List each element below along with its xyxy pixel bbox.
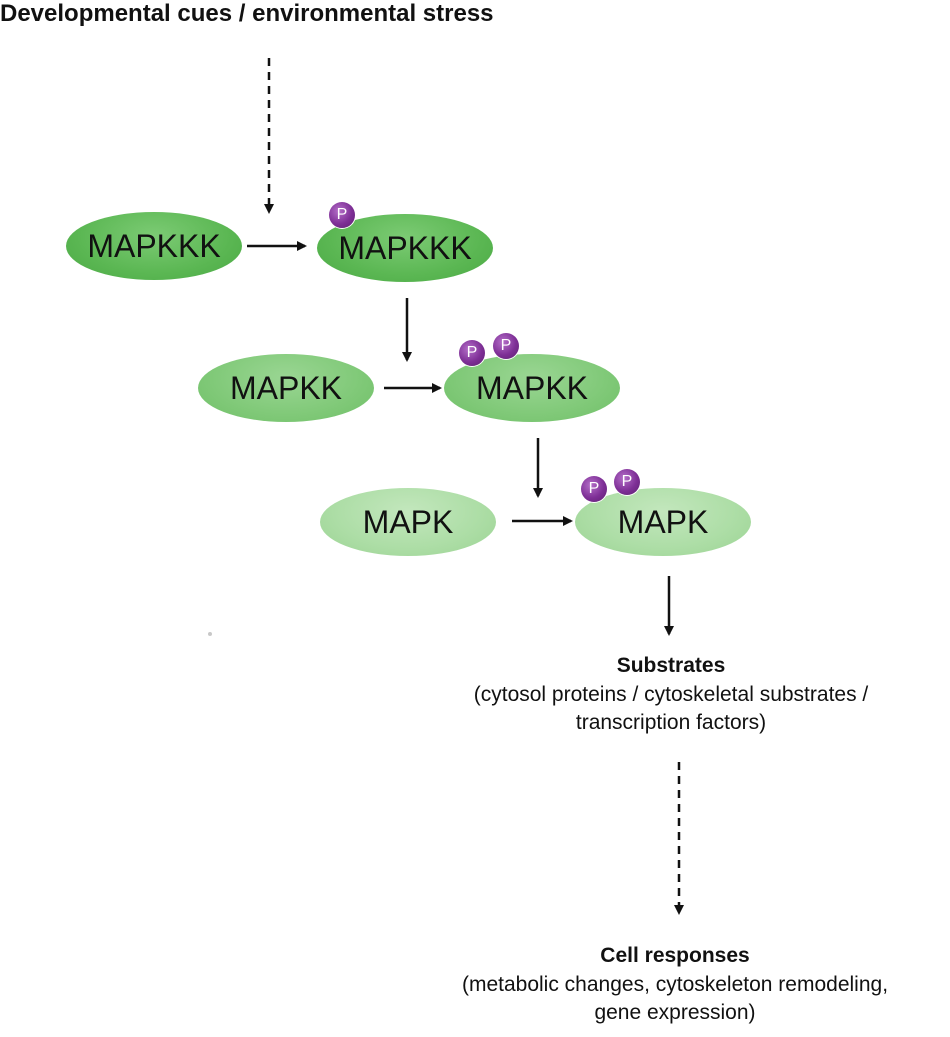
substrates-line2: transcription factors) (575, 711, 767, 734)
phosphate-icon: P (581, 476, 607, 502)
substrates-line1: (cytosol proteins / cytoskeletal substra… (473, 683, 869, 706)
mapk-inactive-node: MAPK (320, 488, 496, 556)
mapkkk-inactive-label: MAPKKK (87, 227, 221, 264)
substrates-title: Substrates (616, 654, 726, 677)
mapkk-active-label: MAPKK (475, 369, 589, 406)
mapkk-inactive-node: MAPKK (198, 354, 374, 422)
phosphate-icon: P (329, 202, 355, 228)
background-speck (208, 632, 212, 636)
phosphate-icon: P (459, 340, 485, 366)
mapkk-inactive-label: MAPKK (229, 369, 343, 406)
mapk-active-label: MAPK (617, 503, 709, 540)
input-label: Developmental cues / environmental stres… (0, 0, 494, 27)
cell-responses-title: Cell responses (600, 944, 750, 967)
cell-responses-line2: gene expression) (594, 1001, 756, 1024)
cell-responses-line1: (metabolic changes, cytoskeleton remodel… (461, 973, 889, 996)
mapk-inactive-label: MAPK (362, 503, 454, 540)
phosphate-icon: P (493, 333, 519, 359)
mapk-active-node: MAPK (575, 488, 751, 556)
mapkkk-inactive-node: MAPKKK (66, 212, 242, 280)
substrates-block: Substrates (cytosol proteins / cytoskele… (408, 654, 934, 737)
phosphate-icon: P (614, 469, 640, 495)
mapkkk-active-label: MAPKKK (338, 229, 472, 266)
cell-responses-block: Cell responses (metabolic changes, cytos… (400, 944, 950, 1027)
